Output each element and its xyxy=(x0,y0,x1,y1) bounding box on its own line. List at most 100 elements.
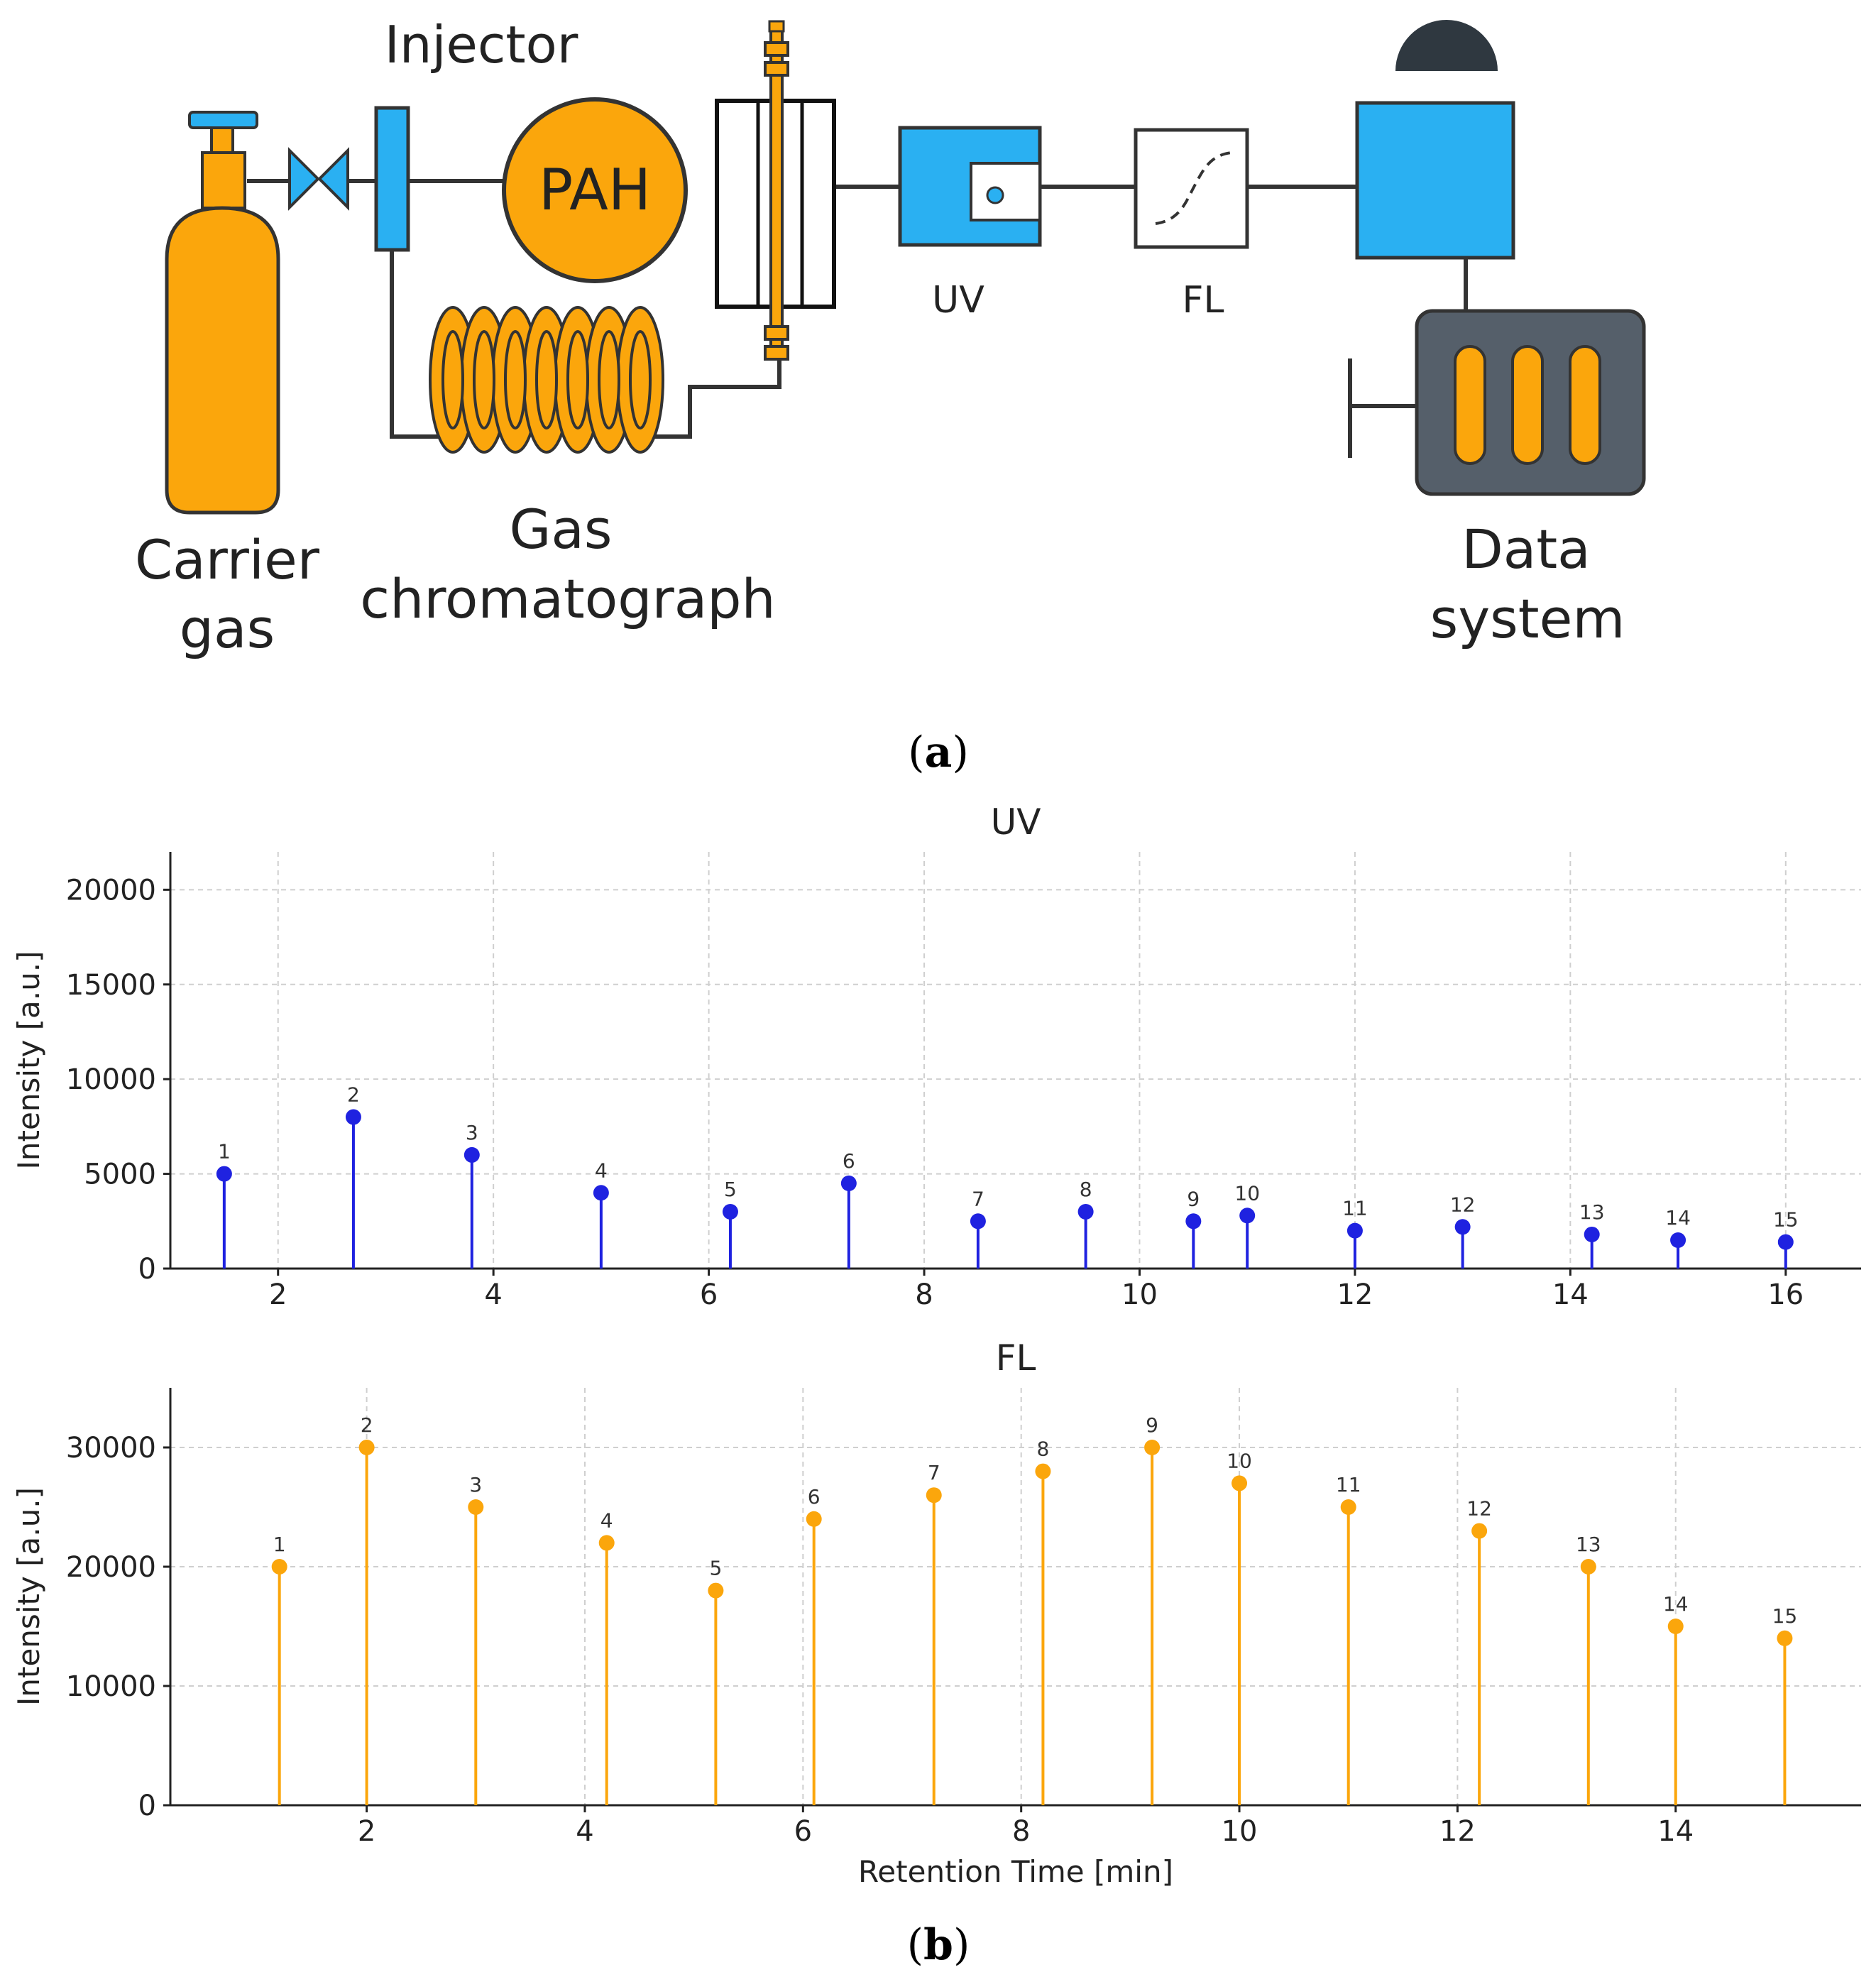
data-system-label-line2: system xyxy=(1430,587,1625,650)
stem-marker xyxy=(1346,1222,1363,1239)
data-system-label-line1: Data xyxy=(1461,518,1590,581)
x-tick-label: 2 xyxy=(358,1815,375,1848)
y-tick-label: 10000 xyxy=(66,1670,156,1703)
peak-label: 8 xyxy=(1080,1178,1092,1201)
peak-label: 8 xyxy=(1037,1438,1050,1461)
y-tick-label: 20000 xyxy=(66,874,156,907)
y-axis-label: Intensity [a.u.] xyxy=(11,951,46,1170)
stem-marker xyxy=(1471,1523,1488,1539)
pah-label: PAH xyxy=(539,157,651,223)
stem-marker xyxy=(1777,1630,1793,1646)
chart-title: FL xyxy=(996,1337,1036,1379)
stem-marker xyxy=(1239,1208,1256,1224)
y-tick-label: 15000 xyxy=(66,969,156,1002)
stem-marker xyxy=(1777,1234,1794,1250)
stem-marker xyxy=(708,1582,724,1599)
y-tick-label: 5000 xyxy=(84,1159,156,1191)
peak-label: 15 xyxy=(1773,1208,1799,1232)
stem-marker xyxy=(345,1109,361,1125)
stem-marker xyxy=(598,1535,615,1551)
y-axis-label: Intensity [a.u.] xyxy=(11,1487,46,1706)
peak-label: 6 xyxy=(843,1149,855,1173)
x-tick-label: 16 xyxy=(1767,1279,1804,1311)
peak-label: 15 xyxy=(1772,1604,1798,1628)
stem-marker xyxy=(271,1559,287,1575)
panel-a-letter: a xyxy=(925,728,953,777)
fl-detector xyxy=(1134,128,1249,249)
x-tick-label: 8 xyxy=(1012,1815,1030,1848)
gc-label-line1: Gas xyxy=(509,498,612,561)
peak-label: 14 xyxy=(1665,1206,1691,1230)
stem-marker xyxy=(593,1185,609,1201)
carrier-gas-label-line2: gas xyxy=(180,597,275,660)
y-tick-label: 0 xyxy=(138,1790,156,1822)
carrier-gas-cylinder xyxy=(165,111,280,515)
stem-marker xyxy=(1670,1232,1686,1248)
gc-coil xyxy=(429,306,664,454)
gc-label-line2: chromatograph xyxy=(360,567,775,630)
panel-b-letter: b xyxy=(923,1920,953,1970)
stem-marker xyxy=(1454,1219,1471,1235)
stem-marker xyxy=(1232,1475,1248,1491)
valve-icon xyxy=(288,147,349,211)
panel-label-b: (b) xyxy=(907,1920,970,1970)
peak-label: 6 xyxy=(808,1485,821,1509)
injector xyxy=(374,106,410,252)
peak-label: 1 xyxy=(218,1140,231,1164)
data-acquisition-unit xyxy=(1355,20,1515,260)
uv-detector xyxy=(898,126,1042,247)
x-tick-label: 6 xyxy=(700,1279,718,1311)
chart-title: UV xyxy=(991,801,1041,843)
x-tick-label: 14 xyxy=(1552,1279,1589,1311)
peak-label: 12 xyxy=(1466,1497,1492,1521)
y-tick-label: 0 xyxy=(138,1253,156,1286)
x-tick-label: 4 xyxy=(484,1279,502,1311)
peak-label: 4 xyxy=(600,1509,613,1532)
stem-marker xyxy=(1144,1440,1161,1455)
stem-marker xyxy=(1077,1203,1094,1220)
peak-label: 9 xyxy=(1146,1413,1158,1437)
x-axis-label: Retention Time [min] xyxy=(858,1854,1173,1889)
peak-label: 14 xyxy=(1663,1592,1689,1616)
stem-marker xyxy=(1667,1619,1684,1634)
peak-label: 2 xyxy=(347,1083,360,1107)
panel-label-a: (a) xyxy=(908,728,969,777)
injector-label: Injector xyxy=(385,15,578,75)
peak-label: 11 xyxy=(1342,1197,1368,1220)
stem-marker xyxy=(468,1499,484,1515)
y-tick-label: 20000 xyxy=(66,1551,156,1584)
stem-marker xyxy=(926,1487,942,1504)
peak-label: 9 xyxy=(1187,1187,1200,1210)
peak-label: 5 xyxy=(724,1178,737,1201)
stem-marker xyxy=(1185,1213,1202,1230)
x-tick-label: 10 xyxy=(1121,1279,1158,1311)
peak-label: 10 xyxy=(1227,1449,1252,1472)
stem-marker xyxy=(1584,1226,1600,1242)
x-tick-label: 10 xyxy=(1222,1815,1258,1848)
x-tick-label: 4 xyxy=(576,1815,593,1848)
fl-label: FL xyxy=(1183,279,1224,322)
stem-marker xyxy=(1340,1499,1356,1515)
peak-label: 4 xyxy=(595,1159,608,1182)
connecting-lines xyxy=(247,105,1468,458)
carrier-gas-label-line1: Carrier xyxy=(135,528,320,591)
stem-marker xyxy=(806,1511,822,1527)
x-tick-label: 12 xyxy=(1337,1279,1373,1311)
pah-sample xyxy=(502,97,688,283)
stem-marker xyxy=(970,1213,986,1230)
x-tick-label: 14 xyxy=(1657,1815,1694,1848)
gc-schematic: Injector PAH UV FL Carrier gas Gas chrom… xyxy=(135,15,1646,660)
peak-label: 7 xyxy=(928,1461,940,1484)
x-tick-label: 2 xyxy=(269,1279,287,1311)
peak-label: 13 xyxy=(1579,1200,1605,1224)
x-tick-label: 8 xyxy=(915,1279,933,1311)
stem-marker xyxy=(1035,1463,1051,1479)
peak-label: 11 xyxy=(1336,1473,1361,1496)
stem-marker xyxy=(463,1146,480,1163)
peak-label: 5 xyxy=(709,1557,722,1580)
peak-label: 2 xyxy=(361,1413,373,1437)
stem-marker xyxy=(216,1166,232,1182)
